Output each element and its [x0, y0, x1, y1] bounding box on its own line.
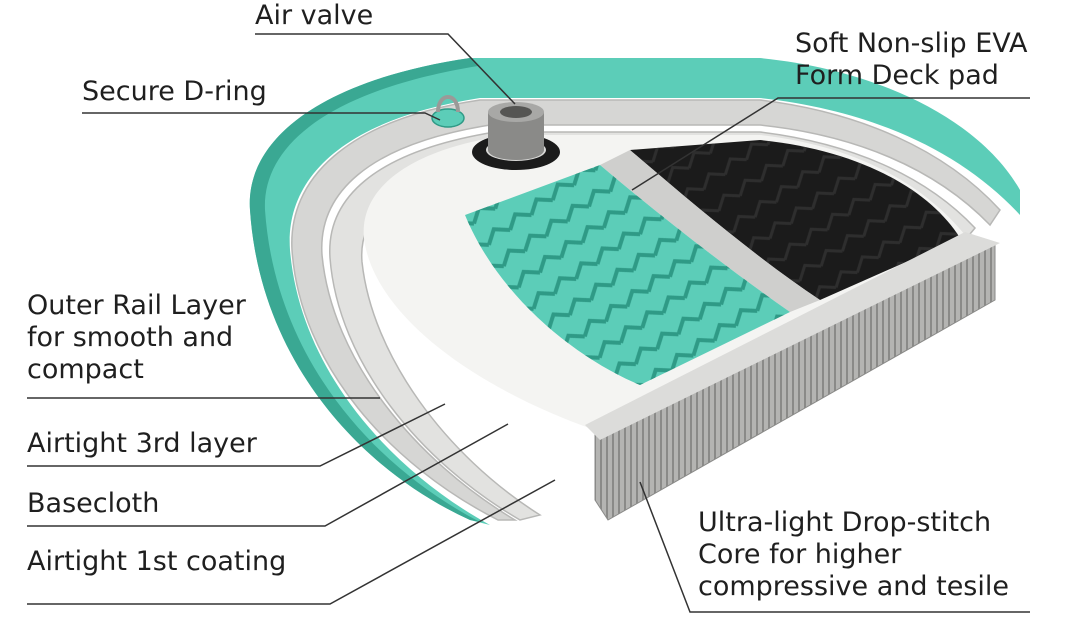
- core-top-edge: [585, 232, 1000, 440]
- airtight-3rd-layer-shape: [291, 99, 1001, 521]
- label-basecloth: Basecloth: [27, 488, 160, 519]
- leader-d-ring: [82, 112, 441, 121]
- d-ring-icon: [431, 95, 465, 128]
- label-drop-stitch: Ultra-light Drop-stitch Core for higher …: [698, 507, 1009, 602]
- leader-lines: [27, 33, 1030, 613]
- leader-airtight-3rd: [27, 403, 446, 467]
- air-valve-icon: [472, 102, 560, 170]
- label-airtight-1st: Airtight 1st coating: [27, 546, 287, 577]
- leader-airtight-1st: [27, 479, 556, 605]
- label-d-ring: Secure D-ring: [82, 76, 267, 107]
- label-outer-rail: Outer Rail Layer for smooth and compact: [27, 290, 246, 385]
- pad-divider: [600, 150, 820, 312]
- label-air-valve: Air valve: [255, 0, 374, 31]
- leader-air-valve: [255, 33, 516, 105]
- label-airtight-3rd: Airtight 3rd layer: [27, 428, 257, 459]
- leader-basecloth: [27, 423, 509, 527]
- leader-drop-stitch: [639, 481, 1030, 613]
- leader-deck-pad: [631, 97, 1030, 191]
- label-deck-pad: Soft Non-slip EVA Form Deck pad: [795, 28, 1028, 91]
